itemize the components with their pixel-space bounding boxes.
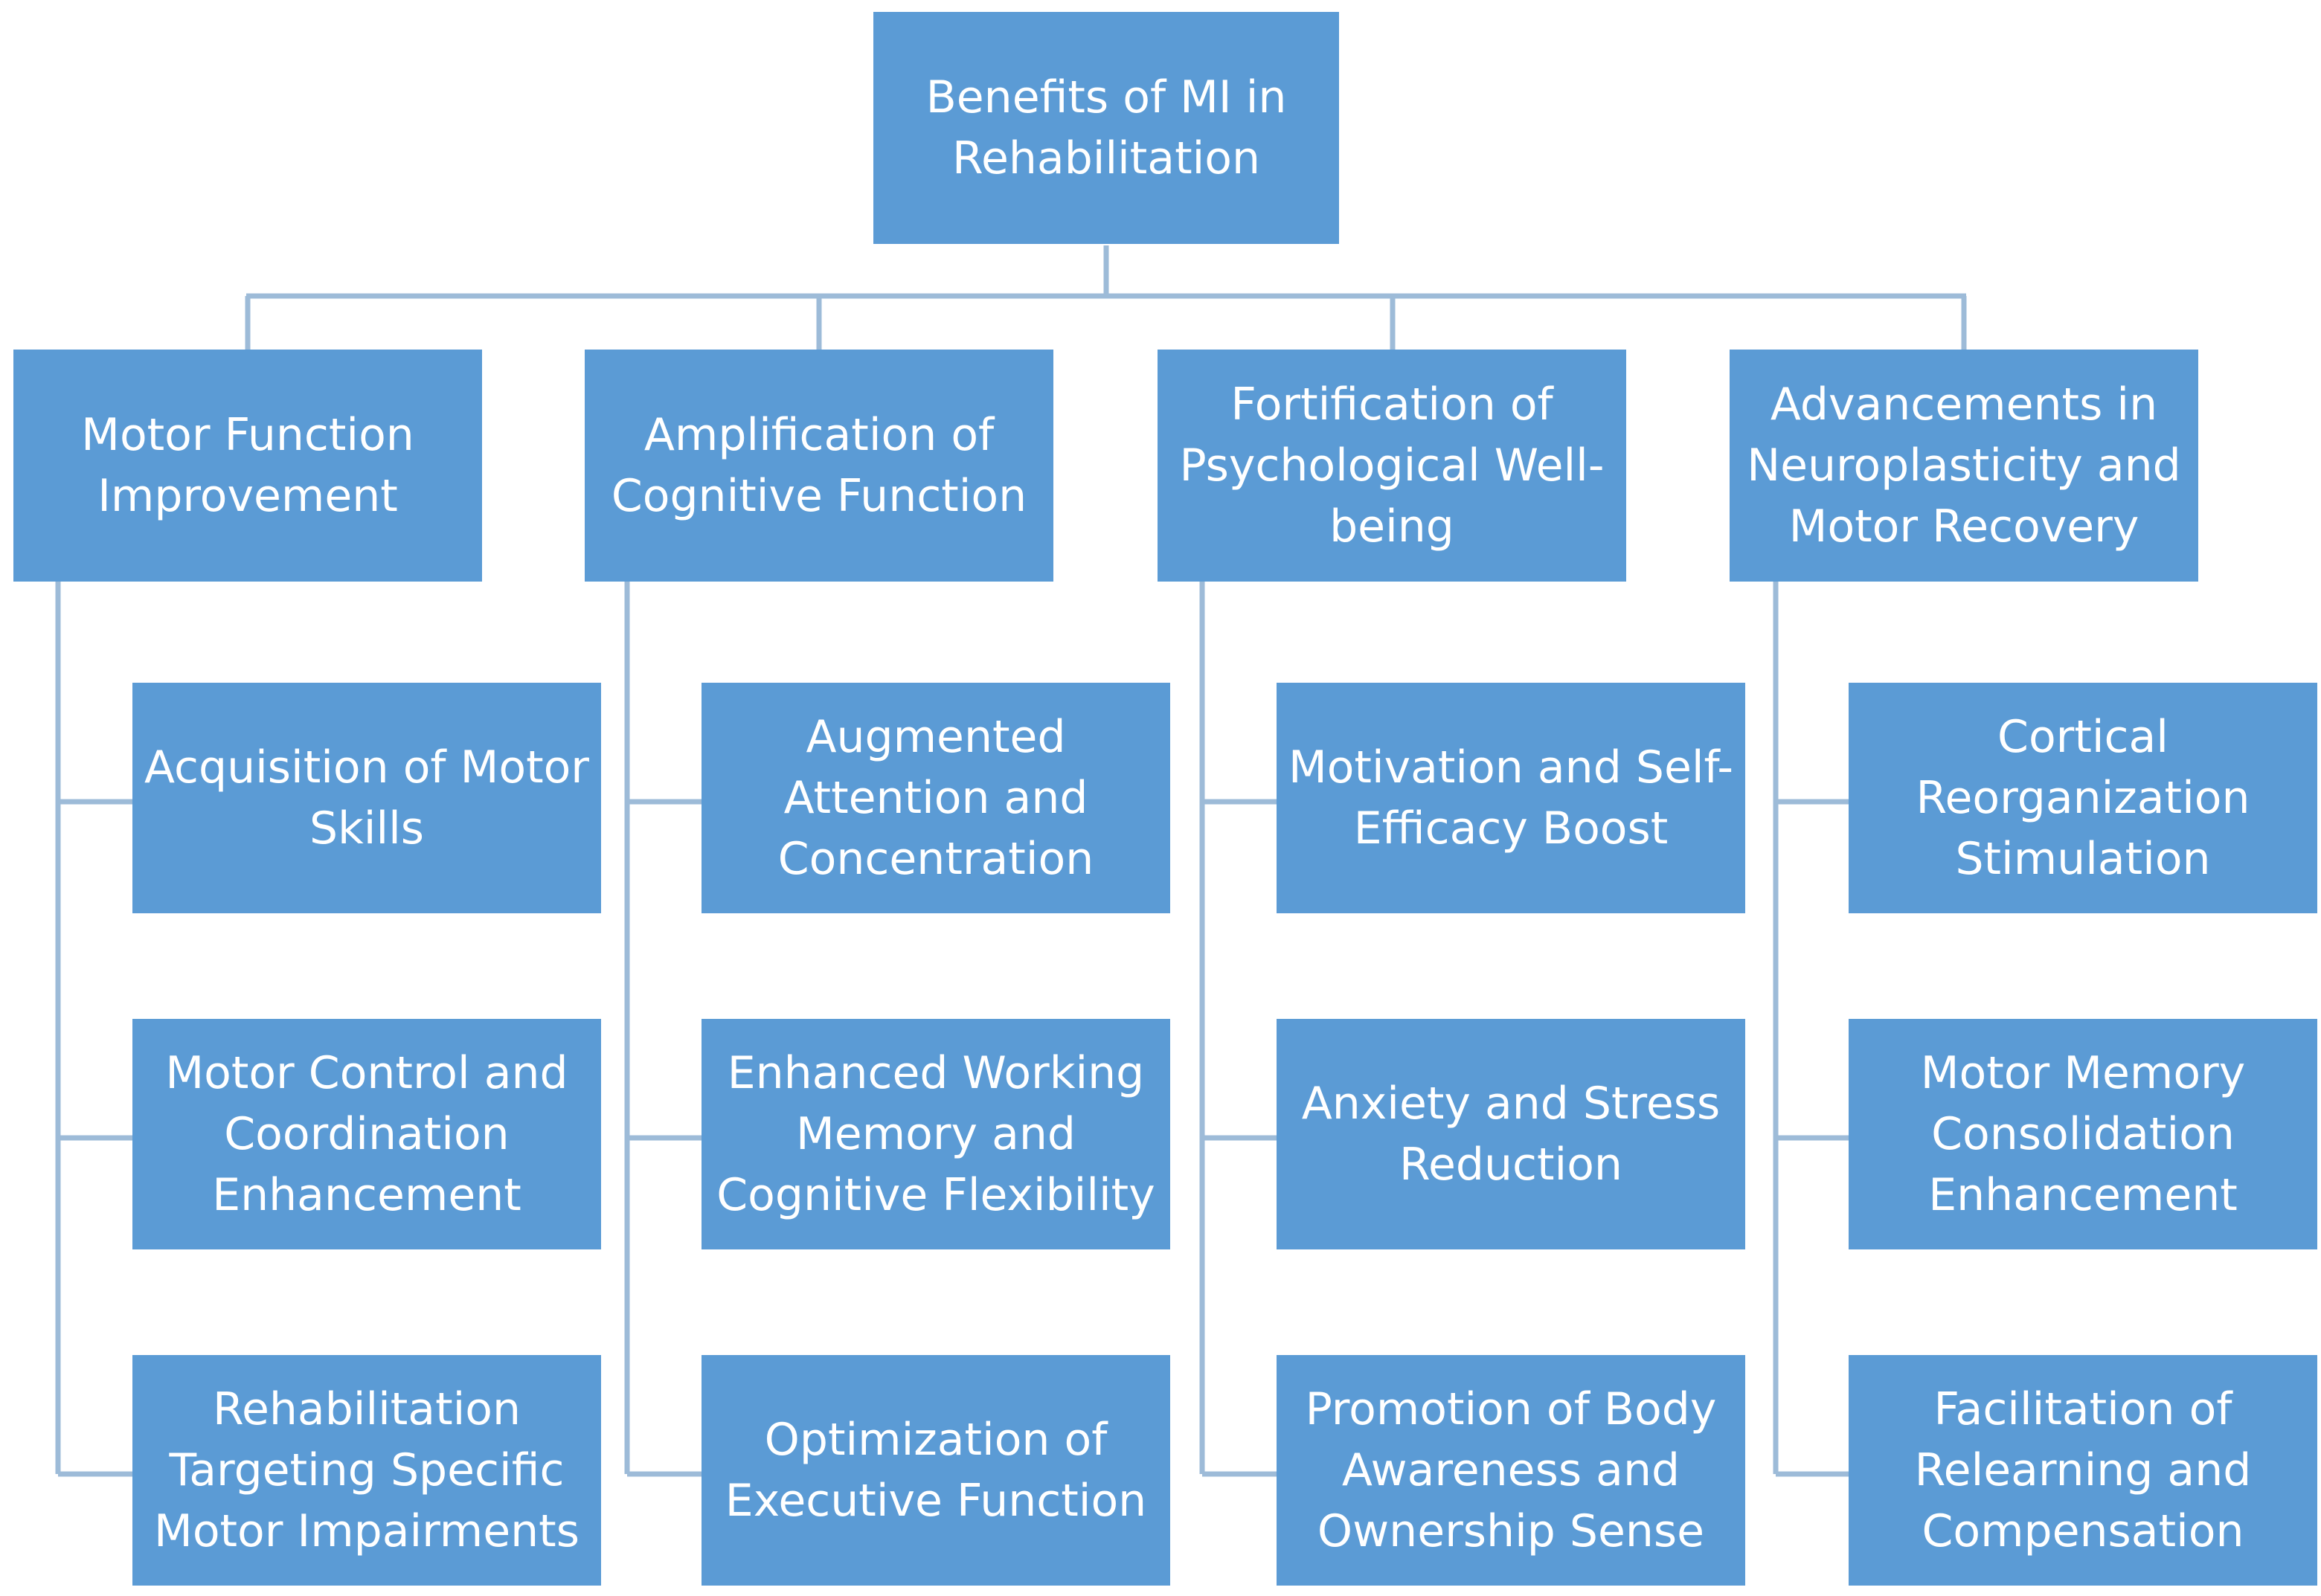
root-node-label: Benefits of MI in Rehabilitation [925,71,1287,184]
leaf-label: Enhanced Working Memory and Cognitive Fl… [716,1047,1155,1221]
category-node-psychological-wellbeing: Fortification of Psychological Well-bein… [1158,350,1626,582]
leaf-label: Motor Memory Consolidation Enhancement [1920,1047,2246,1221]
category-label: Fortification of Psychological Well-bein… [1179,379,1605,553]
root-node: Benefits of MI in Rehabilitation [873,12,1339,244]
leaf-label: Anxiety and Stress Reduction [1301,1078,1721,1191]
category-label: Amplification of Cognitive Function [611,409,1027,522]
leaf-node: Facilitation of Relearning and Compensat… [1849,1355,2317,1586]
leaf-node: Anxiety and Stress Reduction [1277,1019,1745,1249]
category-node-motor-function: Motor Function Improvement [13,350,482,582]
leaf-label: Optimization of Executive Function [725,1414,1147,1527]
leaf-node: Augmented Attention and Concentration [702,683,1170,913]
leaf-label: Rehabilitation Targeting Specific Motor … [154,1383,580,1557]
leaf-node: Rehabilitation Targeting Specific Motor … [132,1355,601,1586]
leaf-label: Promotion of Body Awareness and Ownershi… [1305,1383,1717,1557]
leaf-label: Acquisition of Motor Skills [144,741,589,855]
leaf-label: Motor Control and Coordination Enhanceme… [165,1047,568,1221]
leaf-node: Acquisition of Motor Skills [132,683,601,913]
leaf-label: Augmented Attention and Concentration [777,711,1094,885]
leaf-label: Motivation and Self-Efficacy Boost [1288,741,1734,855]
leaf-node: Optimization of Executive Function [702,1355,1170,1586]
leaf-node: Motor Memory Consolidation Enhancement [1849,1019,2317,1249]
category-label: Advancements in Neuroplasticity and Moto… [1747,379,2181,553]
leaf-label: Cortical Reorganization Stimulation [1916,711,2250,885]
leaf-node: Enhanced Working Memory and Cognitive Fl… [702,1019,1170,1249]
leaf-node: Motor Control and Coordination Enhanceme… [132,1019,601,1249]
leaf-node: Motivation and Self-Efficacy Boost [1277,683,1745,913]
leaf-node: Promotion of Body Awareness and Ownershi… [1277,1355,1745,1586]
leaf-label: Facilitation of Relearning and Compensat… [1914,1383,2252,1557]
category-node-neuroplasticity: Advancements in Neuroplasticity and Moto… [1730,350,2198,582]
leaf-node: Cortical Reorganization Stimulation [1849,683,2317,913]
category-label: Motor Function Improvement [81,409,414,522]
category-node-cognitive-function: Amplification of Cognitive Function [585,350,1053,582]
